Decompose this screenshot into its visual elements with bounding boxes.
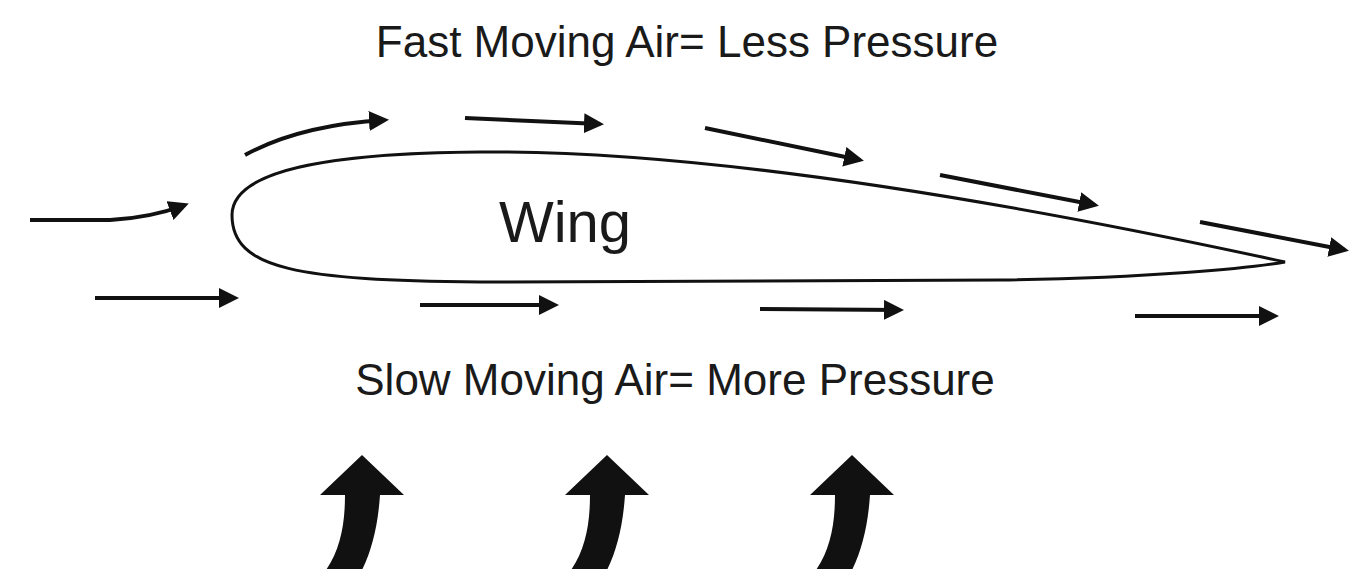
airflow-arrow	[95, 296, 235, 300]
flow-caption: Slow Moving Air= More Pressure	[355, 356, 994, 404]
wing-outline	[225, 145, 1295, 290]
airflow-arrow	[1135, 314, 1275, 318]
airflow-arrow	[465, 118, 600, 124]
flow-caption: Fast Moving Air= Less Pressure	[376, 18, 998, 66]
wing-shape: Wing	[225, 145, 1295, 290]
airflow-arrow	[1200, 222, 1345, 250]
airfoil-outline	[232, 152, 1285, 282]
airflow-arrows	[30, 118, 1345, 316]
airflow-arrow	[245, 120, 385, 155]
pressure-arrow	[565, 455, 649, 569]
pressure-arrows	[320, 455, 894, 569]
pressure-arrow	[320, 455, 404, 569]
airflow-arrow	[30, 205, 185, 220]
airflow-arrow	[705, 128, 860, 160]
airflow-arrow	[760, 309, 900, 310]
airflow-arrow	[420, 303, 555, 307]
wing-label: Wing	[499, 190, 631, 254]
pressure-arrow	[810, 455, 894, 569]
